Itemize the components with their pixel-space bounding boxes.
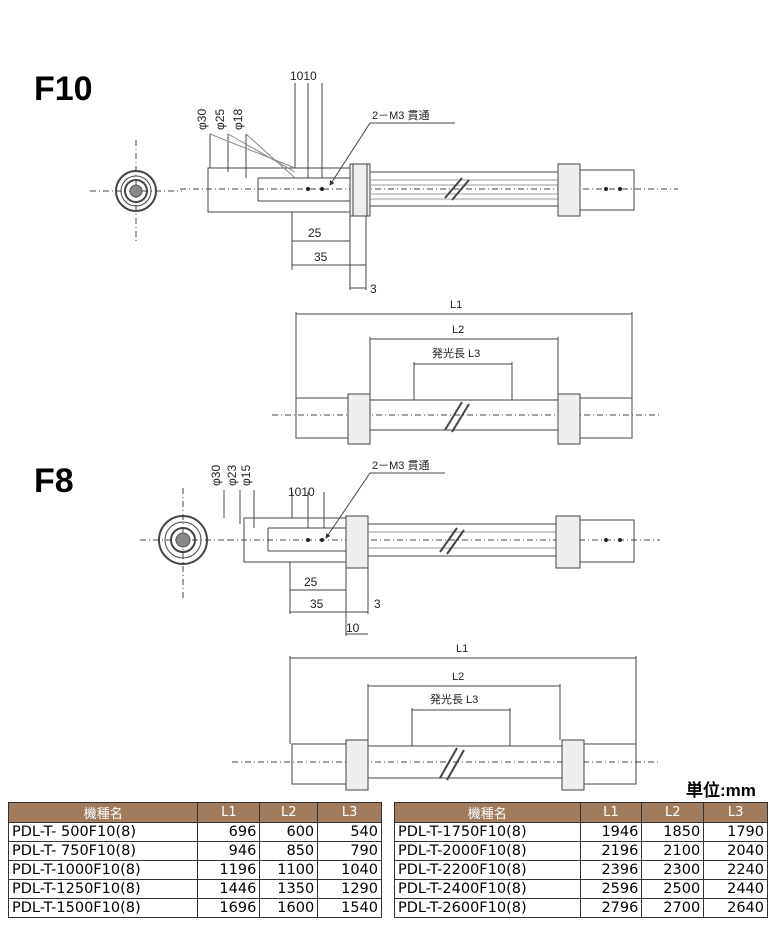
l3-cell: 1290 — [317, 879, 382, 899]
l3-cell: 540 — [317, 822, 382, 842]
l2-cell: 1600 — [259, 898, 319, 918]
f8-screw-note: 2－M3 貫通 — [372, 459, 429, 472]
f10-dim-a: 25 — [308, 226, 322, 240]
l3-cell: 790 — [317, 841, 382, 861]
l1-cell: 946 — [197, 841, 261, 861]
f10-dim-b: 35 — [314, 250, 328, 264]
f8-dia-3: φ15 — [239, 465, 253, 486]
l2-cell: 1850 — [641, 822, 705, 842]
f8-l2-label: L2 — [452, 671, 464, 683]
f10-top-dims: 1010 — [290, 69, 317, 83]
f8-l1-label: L1 — [456, 643, 468, 655]
model-cell: PDL-T-2400F10(8) — [394, 879, 581, 899]
l2-cell: 2100 — [641, 841, 705, 861]
l1-cell: 1696 — [197, 898, 261, 918]
l1-cell: 2196 — [579, 841, 643, 861]
f8-length-view — [232, 656, 660, 791]
f10-dim-c: 3 — [370, 282, 377, 296]
f10-end-view — [90, 140, 182, 244]
f10-l3-label: 発光長 L3 — [432, 346, 480, 360]
l1-cell: 1196 — [197, 860, 261, 880]
f10-side-view — [180, 83, 678, 290]
f8-side-view — [223, 472, 660, 636]
f10-l1-label: L1 — [450, 299, 462, 311]
section-title-f10: F10 — [34, 70, 93, 108]
col-header-l3: L3 — [317, 802, 382, 823]
model-cell: PDL-T- 500F10(8) — [7, 822, 199, 842]
l3-cell: 1040 — [317, 860, 382, 880]
model-cell: PDL-T-2000F10(8) — [394, 841, 581, 861]
f8-dia-1: φ30 — [209, 465, 223, 486]
col-header-l2: L2 — [259, 802, 319, 823]
model-cell: PDL-T-1250F10(8) — [7, 879, 199, 899]
f10-length-view — [272, 312, 660, 445]
l3-cell: 2040 — [703, 841, 768, 861]
col-header-l3: L3 — [703, 802, 768, 823]
model-cell: PDL-T-1000F10(8) — [7, 860, 199, 880]
l3-cell: 1790 — [703, 822, 768, 842]
model-cell: PDL-T-2600F10(8) — [394, 898, 581, 918]
col-header-model: 機種名 — [394, 802, 581, 823]
l3-cell: 2440 — [703, 879, 768, 899]
col-header-l1: L1 — [579, 802, 643, 823]
l1-cell: 2596 — [579, 879, 643, 899]
f10-dia-3: φ18 — [231, 109, 245, 130]
section-title-f8: F8 — [34, 462, 74, 500]
f10-screw-note: 2－M3 貫通 — [372, 109, 429, 122]
f8-dim-b: 35 — [310, 597, 324, 611]
l2-cell: 2500 — [641, 879, 705, 899]
f8-dia-2: φ23 — [225, 465, 239, 486]
f8-end-view — [140, 488, 228, 600]
col-header-model: 機種名 — [7, 802, 199, 823]
l2-cell: 600 — [259, 822, 319, 842]
f8-top-dims: 1010 — [288, 485, 315, 499]
model-cell: PDL-T-2200F10(8) — [394, 860, 581, 880]
l2-cell: 2300 — [641, 860, 705, 880]
l1-cell: 1446 — [197, 879, 261, 899]
f8-l3-label: 発光長 L3 — [430, 692, 478, 706]
model-cell: PDL-T-1500F10(8) — [7, 898, 199, 918]
l1-cell: 696 — [197, 822, 261, 842]
l3-cell: 2240 — [703, 860, 768, 880]
l1-cell: 2796 — [579, 898, 643, 918]
f10-dia-2: φ25 — [213, 109, 227, 130]
col-header-l2: L2 — [641, 802, 705, 823]
l3-cell: 2640 — [703, 898, 768, 918]
technical-drawing: 1010 φ30 φ25 φ18 2－M3 貫通 25 35 3 L1 L2 発… — [90, 69, 678, 791]
model-cell: PDL-T-1750F10(8) — [394, 822, 581, 842]
l2-cell: 2700 — [641, 898, 705, 918]
f8-dim-a: 25 — [304, 575, 318, 589]
f10-l2-label: L2 — [452, 324, 464, 336]
model-cell: PDL-T- 750F10(8) — [7, 841, 199, 861]
f8-dim-d: 10 — [346, 621, 360, 635]
f10-dia-1: φ30 — [195, 109, 209, 130]
l2-cell: 1100 — [259, 860, 319, 880]
f8-dim-c: 3 — [374, 597, 381, 611]
col-header-l1: L1 — [197, 802, 261, 823]
l2-cell: 1350 — [259, 879, 319, 899]
l3-cell: 1540 — [317, 898, 382, 918]
unit-label: 単位:mm — [686, 781, 756, 800]
l1-cell: 2396 — [579, 860, 643, 880]
l1-cell: 1946 — [579, 822, 643, 842]
l2-cell: 850 — [259, 841, 319, 861]
